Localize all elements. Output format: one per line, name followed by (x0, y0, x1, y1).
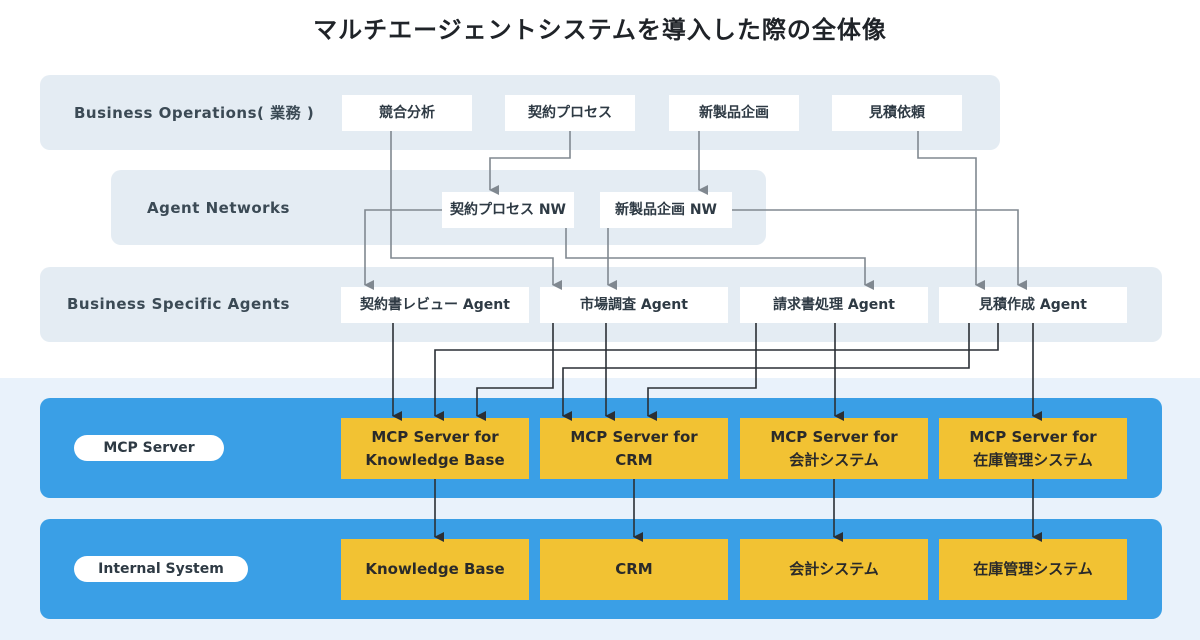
diagram-title: マルチエージェントシステムを導入した際の全体像 (313, 16, 887, 44)
arrow-invoice-to-crm (647, 323, 757, 421)
internal-system-accounting: 会計システム (740, 539, 928, 600)
agent-quote-creation: 見積作成 Agent (939, 287, 1127, 323)
row-label-mcp-server: MCP Server (74, 435, 224, 461)
mcp-server-target: 会計システム (789, 450, 879, 469)
agent-market-research: 市場調査 Agent (540, 287, 728, 323)
operation-new-product-planning: 新製品企画 (669, 95, 799, 131)
mcp-server-accounting: MCP Server for 会計システム (740, 418, 928, 479)
mcp-server-prefix: MCP Server for (969, 427, 1097, 446)
arrow-competitive-to-market (390, 131, 562, 290)
arrow-quote-request-to-quote-agent (917, 131, 985, 290)
row-label-internal-system: Internal System (74, 556, 248, 582)
arrow-market-to-kb (476, 323, 554, 421)
agent-invoice-processing: 請求書処理 Agent (740, 287, 928, 323)
agent-contract-review: 契約書レビュー Agent (341, 287, 529, 323)
mcp-server-knowledge-base: MCP Server for Knowledge Base (341, 418, 529, 479)
mcp-server-target: CRM (615, 450, 653, 469)
mcp-server-target: 在庫管理システム (973, 450, 1093, 469)
arrow-quote-to-kb (434, 323, 999, 421)
mcp-server-crm: MCP Server for CRM (540, 418, 728, 479)
arrow-contract-nw-to-review (364, 209, 442, 290)
internal-system-knowledge-base: Knowledge Base (341, 539, 529, 600)
operation-contract-process: 契約プロセス (505, 95, 635, 131)
internal-system-crm: CRM (540, 539, 728, 600)
arrow-quote-to-crm (562, 323, 970, 421)
operation-competitive-analysis: 競合分析 (342, 95, 472, 131)
row-label-business-specific-agents: Business Specific Agents (67, 295, 290, 313)
arrow-contract-process-to-nw (489, 131, 571, 195)
mcp-server-prefix: MCP Server for (770, 427, 898, 446)
network-contract-process: 契約プロセス NW (442, 192, 574, 228)
arrow-contract-nw-to-invoice (565, 228, 874, 290)
row-label-business-operations: Business Operations( 業務 ) (74, 104, 315, 122)
mcp-server-target: Knowledge Base (365, 450, 505, 469)
row-label-agent-networks: Agent Networks (147, 199, 290, 217)
mcp-server-prefix: MCP Server for (371, 427, 499, 446)
internal-system-inventory: 在庫管理システム (939, 539, 1127, 600)
operation-quote-request: 見積依頼 (832, 95, 962, 131)
mcp-server-prefix: MCP Server for (570, 427, 698, 446)
arrow-product-nw-to-quote (732, 209, 1027, 290)
network-new-product-planning: 新製品企画 NW (600, 192, 732, 228)
mcp-server-inventory: MCP Server for 在庫管理システム (939, 418, 1127, 479)
